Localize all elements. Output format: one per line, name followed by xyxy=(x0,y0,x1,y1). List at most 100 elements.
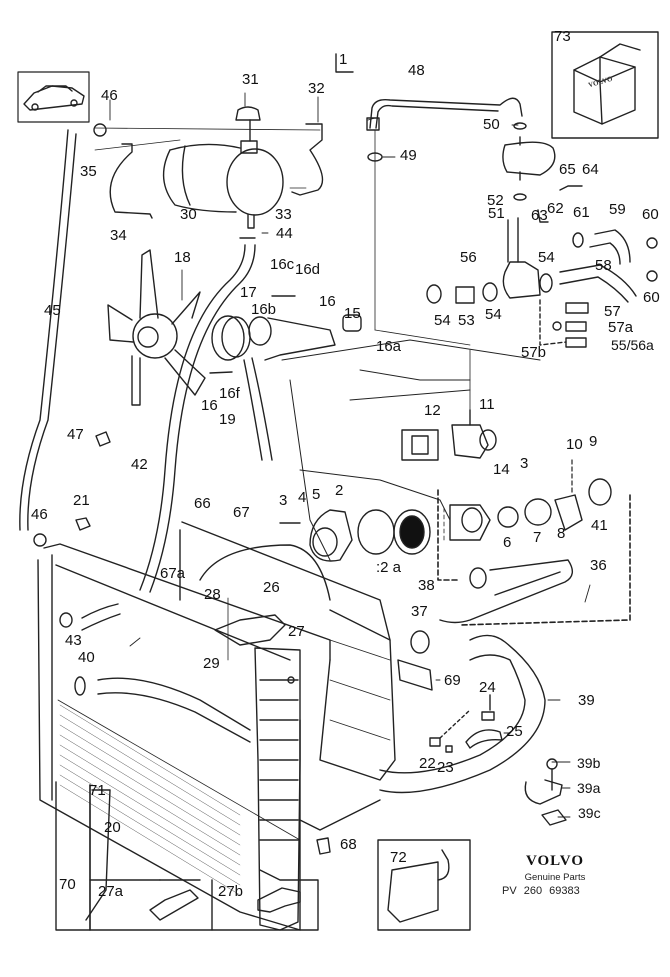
callout-11[interactable]: 11 xyxy=(479,396,495,413)
callout-16[interactable]: 16 xyxy=(319,293,336,310)
callout-58[interactable]: 58 xyxy=(595,257,612,274)
callout-6[interactable]: 6 xyxy=(503,534,512,551)
callout-14[interactable]: 14 xyxy=(493,461,510,478)
callout-57[interactable]: 57 xyxy=(604,303,621,320)
callout-28[interactable]: 28 xyxy=(204,586,221,603)
callout-4[interactable]: 4 xyxy=(298,489,307,506)
callout-55-56a[interactable]: 55/56a xyxy=(611,337,654,353)
callout-57b[interactable]: 57b xyxy=(521,344,547,361)
callout-70[interactable]: 70 xyxy=(59,876,76,893)
callout-33[interactable]: 33 xyxy=(275,206,292,223)
callout-16d[interactable]: 16d xyxy=(295,261,321,278)
hose-43 xyxy=(81,603,121,631)
callout-51[interactable]: 51 xyxy=(488,205,505,222)
callout-25[interactable]: 25 xyxy=(506,723,523,740)
callout-65[interactable]: 65 xyxy=(559,161,576,178)
callout-59[interactable]: 59 xyxy=(609,201,626,218)
callout-54[interactable]: 54 xyxy=(538,249,555,266)
callout-47[interactable]: 47 xyxy=(67,426,84,443)
callout-39b[interactable]: 39b xyxy=(577,755,601,771)
callout-68[interactable]: 68 xyxy=(340,836,357,853)
callout-3[interactable]: 3 xyxy=(520,455,529,472)
callout-3[interactable]: 3 xyxy=(279,492,288,509)
callout-38[interactable]: 38 xyxy=(418,577,435,594)
callout-16[interactable]: 16 xyxy=(201,397,218,414)
callout-67[interactable]: 67 xyxy=(233,504,250,521)
callout-8[interactable]: 8 xyxy=(557,525,566,542)
hose-42 xyxy=(139,244,256,593)
callout-21[interactable]: 21 xyxy=(73,492,90,509)
callout-39[interactable]: 39 xyxy=(578,692,595,709)
callout-53[interactable]: 53 xyxy=(458,312,475,329)
callout-27[interactable]: 27 xyxy=(288,623,305,640)
tank-bracket-right xyxy=(291,123,324,196)
callout-57a[interactable]: 57a xyxy=(608,319,634,336)
callout-2a[interactable]: :2 a xyxy=(376,559,402,576)
callout-43[interactable]: 43 xyxy=(65,632,82,649)
callout-16f[interactable]: 16f xyxy=(219,385,240,402)
car-thumbnail-inset xyxy=(17,71,90,123)
callout-56[interactable]: 56 xyxy=(460,249,477,266)
callout-16c[interactable]: 16c xyxy=(270,256,295,273)
callout-50[interactable]: 50 xyxy=(483,116,500,133)
callout-16a[interactable]: 16a xyxy=(376,338,402,355)
callout-42[interactable]: 42 xyxy=(131,456,148,473)
callout-10[interactable]: 10 xyxy=(566,436,583,453)
callout-60[interactable]: 60 xyxy=(643,289,660,306)
callout-29[interactable]: 29 xyxy=(203,655,220,672)
callout-34[interactable]: 34 xyxy=(110,227,127,244)
callout-27a[interactable]: 27a xyxy=(98,883,124,900)
callout-1[interactable]: 1 xyxy=(339,51,348,68)
callout-39a[interactable]: 39a xyxy=(577,780,601,796)
callout-27b[interactable]: 27b xyxy=(218,883,244,900)
callout-44[interactable]: 44 xyxy=(276,225,293,242)
callout-26[interactable]: 26 xyxy=(263,579,280,596)
callout-46[interactable]: 46 xyxy=(31,506,48,523)
callout-9[interactable]: 9 xyxy=(589,433,598,450)
callout-30[interactable]: 30 xyxy=(180,206,197,223)
callout-37[interactable]: 37 xyxy=(411,603,428,620)
callout-16b[interactable]: 16b xyxy=(251,301,277,318)
callout-67a[interactable]: 67a xyxy=(160,565,186,582)
callout-49[interactable]: 49 xyxy=(400,147,417,164)
heater-core-inset xyxy=(377,839,471,931)
callout-63[interactable]: 63 xyxy=(531,207,548,224)
callout-61[interactable]: 61 xyxy=(573,204,590,221)
callout-2[interactable]: 2 xyxy=(335,482,344,499)
clamp-38 xyxy=(469,567,487,589)
callout-12[interactable]: 12 xyxy=(424,402,441,419)
callout-35[interactable]: 35 xyxy=(80,163,97,180)
callout-54[interactable]: 54 xyxy=(485,306,502,323)
callout-60[interactable]: 60 xyxy=(642,206,659,223)
callout-24[interactable]: 24 xyxy=(479,679,496,696)
callout-73[interactable]: 73 xyxy=(554,28,571,45)
callout-48[interactable]: 48 xyxy=(408,62,425,79)
callout-72[interactable]: 72 xyxy=(390,849,407,866)
callout-20[interactable]: 20 xyxy=(104,819,121,836)
callout-66[interactable]: 66 xyxy=(194,495,211,512)
callout-15[interactable]: 15 xyxy=(344,305,361,322)
callout-32[interactable]: 32 xyxy=(308,80,325,97)
callout-41[interactable]: 41 xyxy=(591,517,608,534)
brand-block: VOLVO Genuine Parts xyxy=(505,853,605,883)
callout-40[interactable]: 40 xyxy=(78,649,95,666)
callout-45[interactable]: 45 xyxy=(44,302,61,319)
callout-52[interactable]: 52 xyxy=(487,192,504,209)
callout-36[interactable]: 36 xyxy=(590,557,607,574)
callout-54[interactable]: 54 xyxy=(434,312,451,329)
callout-39c[interactable]: 39c xyxy=(578,805,601,821)
callout-46[interactable]: 46 xyxy=(101,87,118,104)
callout-23[interactable]: 23 xyxy=(437,759,454,776)
inset-27a-27b xyxy=(89,869,319,931)
callout-19[interactable]: 19 xyxy=(219,411,236,428)
callout-71[interactable]: 71 xyxy=(89,782,106,799)
callout-69[interactable]: 69 xyxy=(444,672,461,689)
callout-18[interactable]: 18 xyxy=(174,249,191,266)
callout-62[interactable]: 62 xyxy=(547,200,564,217)
callout-22[interactable]: 22 xyxy=(419,755,436,772)
callout-64[interactable]: 64 xyxy=(582,161,599,178)
callout-7[interactable]: 7 xyxy=(533,529,542,546)
callout-31[interactable]: 31 xyxy=(242,71,259,88)
callout-17[interactable]: 17 xyxy=(240,284,257,301)
callout-5[interactable]: 5 xyxy=(312,486,321,503)
